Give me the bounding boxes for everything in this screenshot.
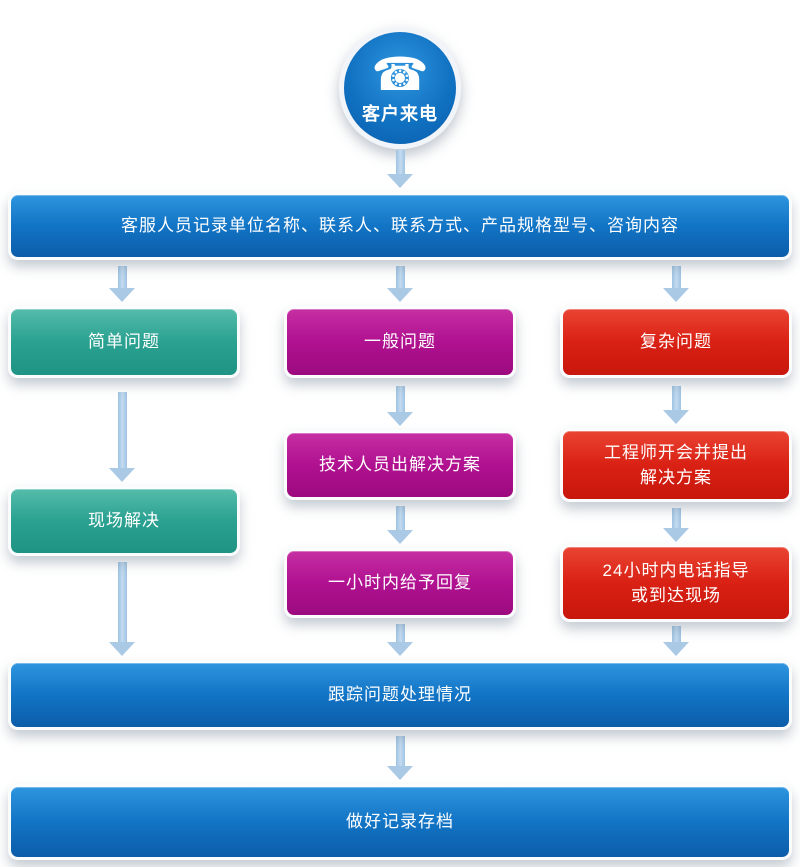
- node-engineer-meeting: 工程师开会并提出 解决方案: [560, 428, 792, 502]
- node-phone-guide-24h: 24小时内电话指导 或到达现场: [560, 544, 792, 622]
- arrow-onsite-to-track: [109, 562, 135, 656]
- arrow-start-to-record: [387, 150, 413, 188]
- arrow-track-to-archive: [387, 736, 413, 780]
- arrow-record-to-simple: [109, 266, 135, 302]
- node-record-info: 客服人员记录单位名称、联系人、联系方式、产品规格型号、咨询内容: [8, 192, 792, 260]
- arrow-reply-to-track: [387, 624, 413, 656]
- node-tech-solution-label: 技术人员出解决方案: [319, 455, 481, 475]
- arrow-guide-to-track: [663, 626, 689, 656]
- arrow-complex-to-meeting: [663, 386, 689, 424]
- node-engineer-meeting-label: 工程师开会并提出 解决方案: [604, 442, 748, 488]
- arrow-record-to-complex: [663, 266, 689, 302]
- node-archive-records: 做好记录存档: [8, 784, 792, 860]
- node-reply-one-hour-label: 一小时内给予回复: [328, 573, 472, 593]
- node-general-problem: 一般问题: [284, 306, 516, 378]
- node-simple-problem: 简单问题: [8, 306, 240, 378]
- node-track-progress-label: 跟踪问题处理情况: [328, 685, 472, 705]
- node-complex-problem: 复杂问题: [560, 306, 792, 378]
- start-node: ☎ 客户来电: [339, 27, 461, 149]
- node-onsite-solve: 现场解决: [8, 486, 240, 556]
- phone-icon: ☎: [371, 47, 429, 100]
- node-reply-one-hour: 一小时内给予回复: [284, 548, 516, 618]
- arrow-meeting-to-guide: [663, 508, 689, 542]
- node-tech-solution: 技术人员出解决方案: [284, 430, 516, 500]
- start-label: 客户来电: [362, 103, 438, 124]
- node-track-progress: 跟踪问题处理情况: [8, 660, 792, 730]
- node-simple-problem-label: 简单问题: [88, 332, 160, 352]
- node-archive-records-label: 做好记录存档: [346, 812, 454, 832]
- node-general-problem-label: 一般问题: [364, 332, 436, 352]
- arrow-tech-to-reply: [387, 506, 413, 544]
- arrow-simple-to-onsite: [109, 392, 135, 482]
- node-complex-problem-label: 复杂问题: [640, 332, 712, 352]
- node-phone-guide-24h-label: 24小时内电话指导 或到达现场: [602, 560, 750, 606]
- node-onsite-solve-label: 现场解决: [88, 511, 160, 531]
- arrow-record-to-general: [387, 266, 413, 302]
- node-record-info-label: 客服人员记录单位名称、联系人、联系方式、产品规格型号、咨询内容: [121, 216, 679, 236]
- arrow-general-to-tech: [387, 386, 413, 426]
